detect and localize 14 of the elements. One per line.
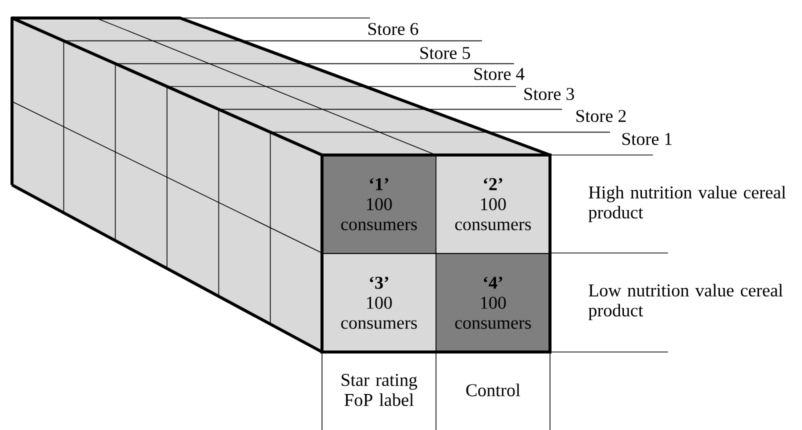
store-label: Store 1 [622,132,672,146]
cell: ‘4’ 100 consumers [436,253,550,352]
store-label: Store 5 [420,46,470,60]
row-label: Low nutrition value cereal product [588,284,783,320]
store-label: Store 4 [474,68,524,80]
store-label: Store 3 [524,88,574,100]
cell: ‘1’ 100 consumers [322,154,436,254]
column-label: Control [466,384,520,396]
cell: ‘3’ 100 consumers [322,253,436,352]
store-label: Store 2 [576,110,626,122]
row-label: High nutrition value cereal product [588,186,786,222]
cell: ‘2’ 100 consumers [436,154,550,254]
column-label: Star rating FoP label [342,374,418,406]
store-label: Store 6 [368,22,418,36]
